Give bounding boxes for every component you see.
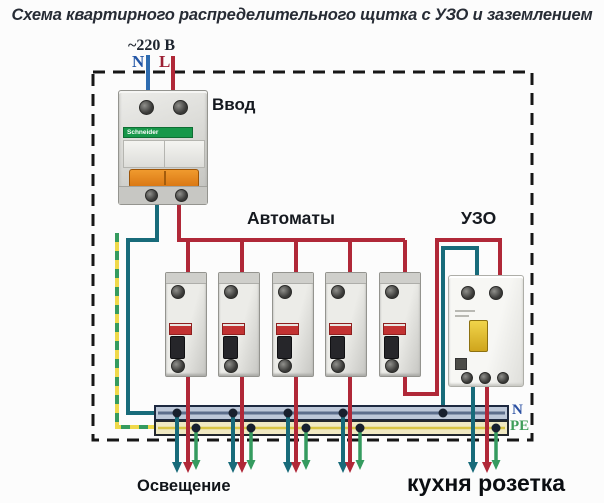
earth-wire-yellow: [115, 233, 157, 429]
screw-terminal: [479, 372, 491, 384]
neutral-wire-main-to-bus: [126, 202, 159, 415]
lighting-output-label: Освещение: [137, 477, 231, 495]
breaker-top-cap: [326, 273, 366, 284]
breaker-toggle: [277, 336, 292, 359]
panel-enclosure-border: [91, 70, 534, 442]
breaker-top-cap: [380, 273, 420, 284]
screw-terminal: [331, 285, 345, 299]
input-section-label: Ввод: [212, 95, 256, 114]
breaker-rating-label: [222, 323, 245, 335]
output-arrows: [172, 460, 501, 473]
breaker-rating-label: [276, 323, 299, 335]
rcd-test-button: [455, 358, 467, 370]
breaker-rating-label: [383, 323, 406, 335]
breaker-top-cap: [219, 273, 259, 284]
screw-terminal: [171, 359, 185, 373]
screw-terminal: [139, 100, 154, 115]
screw-terminal: [145, 189, 158, 202]
breaker-top-cap: [273, 273, 313, 284]
breaker-device-3: [272, 272, 314, 377]
screw-terminal: [278, 285, 292, 299]
supply-neutral-letter: N: [132, 52, 145, 71]
main-breaker-device: Schneider: [118, 90, 208, 205]
screw-terminal: [385, 359, 399, 373]
breaker-device-2: [218, 272, 260, 377]
screw-terminal: [489, 286, 503, 300]
earth-wire-green-stripes: [115, 233, 157, 429]
brand-label: Schneider: [127, 129, 159, 136]
screw-terminal: [497, 372, 509, 384]
breaker5-to-rcd-wire: [403, 238, 502, 396]
main-breaker-face: [123, 140, 205, 168]
rcd-section-label: УЗО: [461, 208, 497, 228]
screw-terminal: [224, 285, 238, 299]
rcd-toggle: [469, 320, 488, 352]
supply-voltage-label: ~220 В: [128, 37, 175, 54]
screw-terminal: [278, 359, 292, 373]
rcd-device: [448, 275, 524, 387]
rcd-markings: [455, 315, 469, 317]
rcd-markings: [455, 310, 475, 312]
breaker-toggle: [330, 336, 345, 359]
junction-dots: [172, 408, 501, 433]
breaker-toggle: [384, 336, 399, 359]
breaker-rating-label: [169, 323, 192, 335]
breaker-top-cap: [166, 273, 206, 284]
diagram-title: Схема квартирного распределительного щит…: [11, 6, 593, 24]
screw-terminal: [224, 359, 238, 373]
breakers-section-label: Автоматы: [247, 208, 335, 228]
earth-bus-label: PE: [510, 418, 530, 434]
nbus-to-rcd-wire: [441, 246, 479, 413]
screw-terminal: [171, 285, 185, 299]
screw-terminal: [461, 372, 473, 384]
main-breaker-bottom-cap: [119, 186, 207, 204]
screw-terminal: [331, 359, 345, 373]
breaker-device-5: [379, 272, 421, 377]
kitchen-socket-output-label: кухня розетка: [407, 470, 566, 496]
neutral-bus-label: N: [512, 402, 523, 418]
breaker-toggle: [170, 336, 185, 359]
brand-strip: Schneider: [123, 127, 193, 138]
screw-terminal: [175, 189, 188, 202]
handle-notch: [164, 171, 166, 185]
supply-line-letter: L: [159, 52, 171, 71]
breaker-device-1: [165, 272, 207, 377]
module-divider: [164, 141, 165, 167]
breaker-rating-label: [329, 323, 352, 335]
screw-terminal: [385, 285, 399, 299]
screw-terminal: [461, 286, 475, 300]
breaker-device-4: [325, 272, 367, 377]
line-distribution-bus: [177, 202, 405, 242]
breaker-toggle: [223, 336, 238, 359]
screw-terminal: [173, 100, 188, 115]
